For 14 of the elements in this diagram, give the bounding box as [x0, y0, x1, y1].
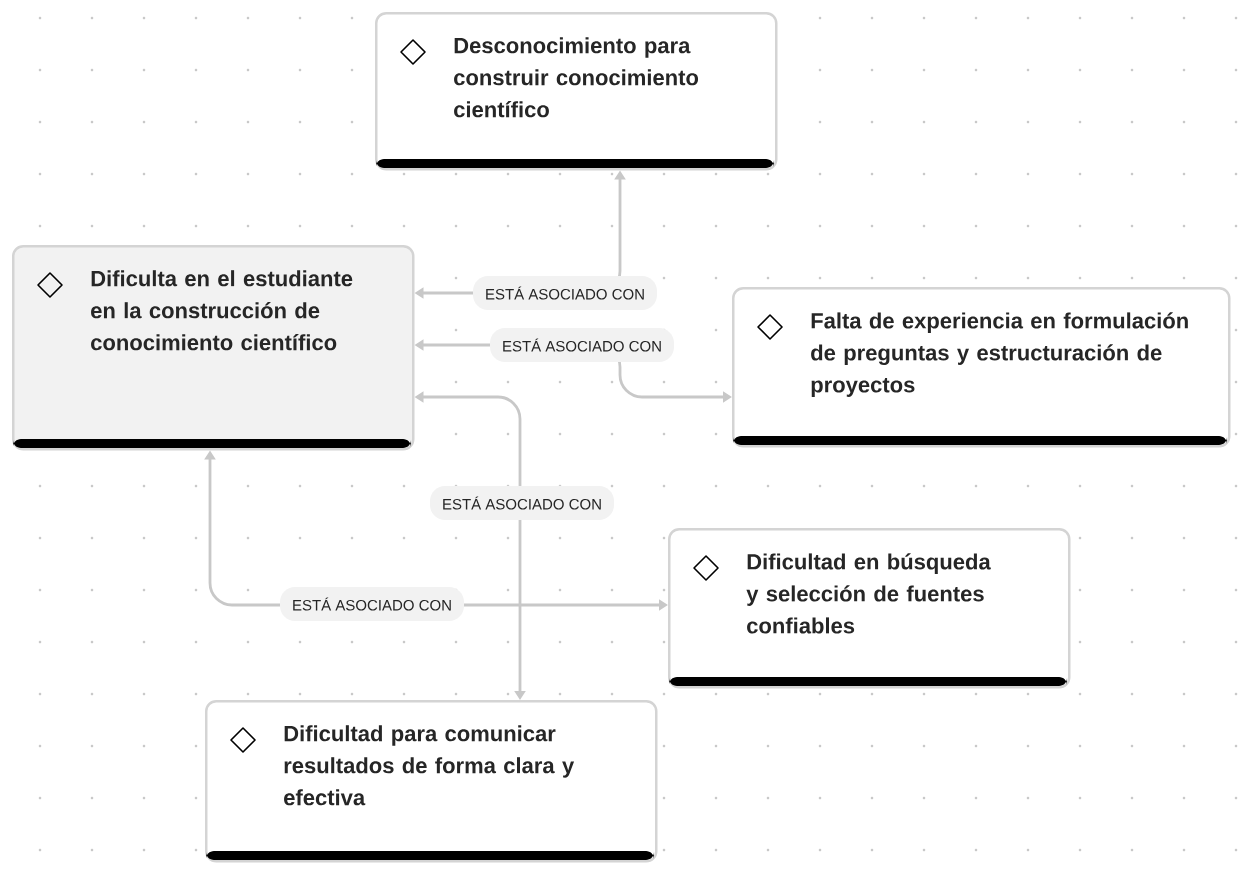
edge-label: ESTÁ ASOCIADO CON: [473, 276, 657, 310]
node-text: Falta de experiencia en formulación de preguntas y estructuración de proyectos: [811, 312, 1188, 397]
node-text: Dificulta en el estudiante en la construcción de conocimiento científico: [91, 270, 353, 351]
node-text: Dificultad en búsqueda y selección de fuentes confiables: [746, 553, 991, 634]
concept-box: [12, 245, 415, 451]
concept-box: [668, 528, 1071, 689]
edge-label: ESTÁ ASOCIADO CON: [430, 486, 614, 520]
node-text: Dificultad para comunicar resultados de forma clara y efectiva: [284, 725, 575, 806]
concept-box: [205, 700, 658, 863]
node-text: Desconocimiento para construir conocimiento científico: [454, 37, 699, 118]
edge-label: ESTÁ ASOCIADO CON: [280, 587, 464, 621]
edge-label: ESTÁ ASOCIADO CON: [490, 328, 674, 362]
concept-box: [732, 287, 1231, 448]
concept-box: [375, 12, 778, 171]
